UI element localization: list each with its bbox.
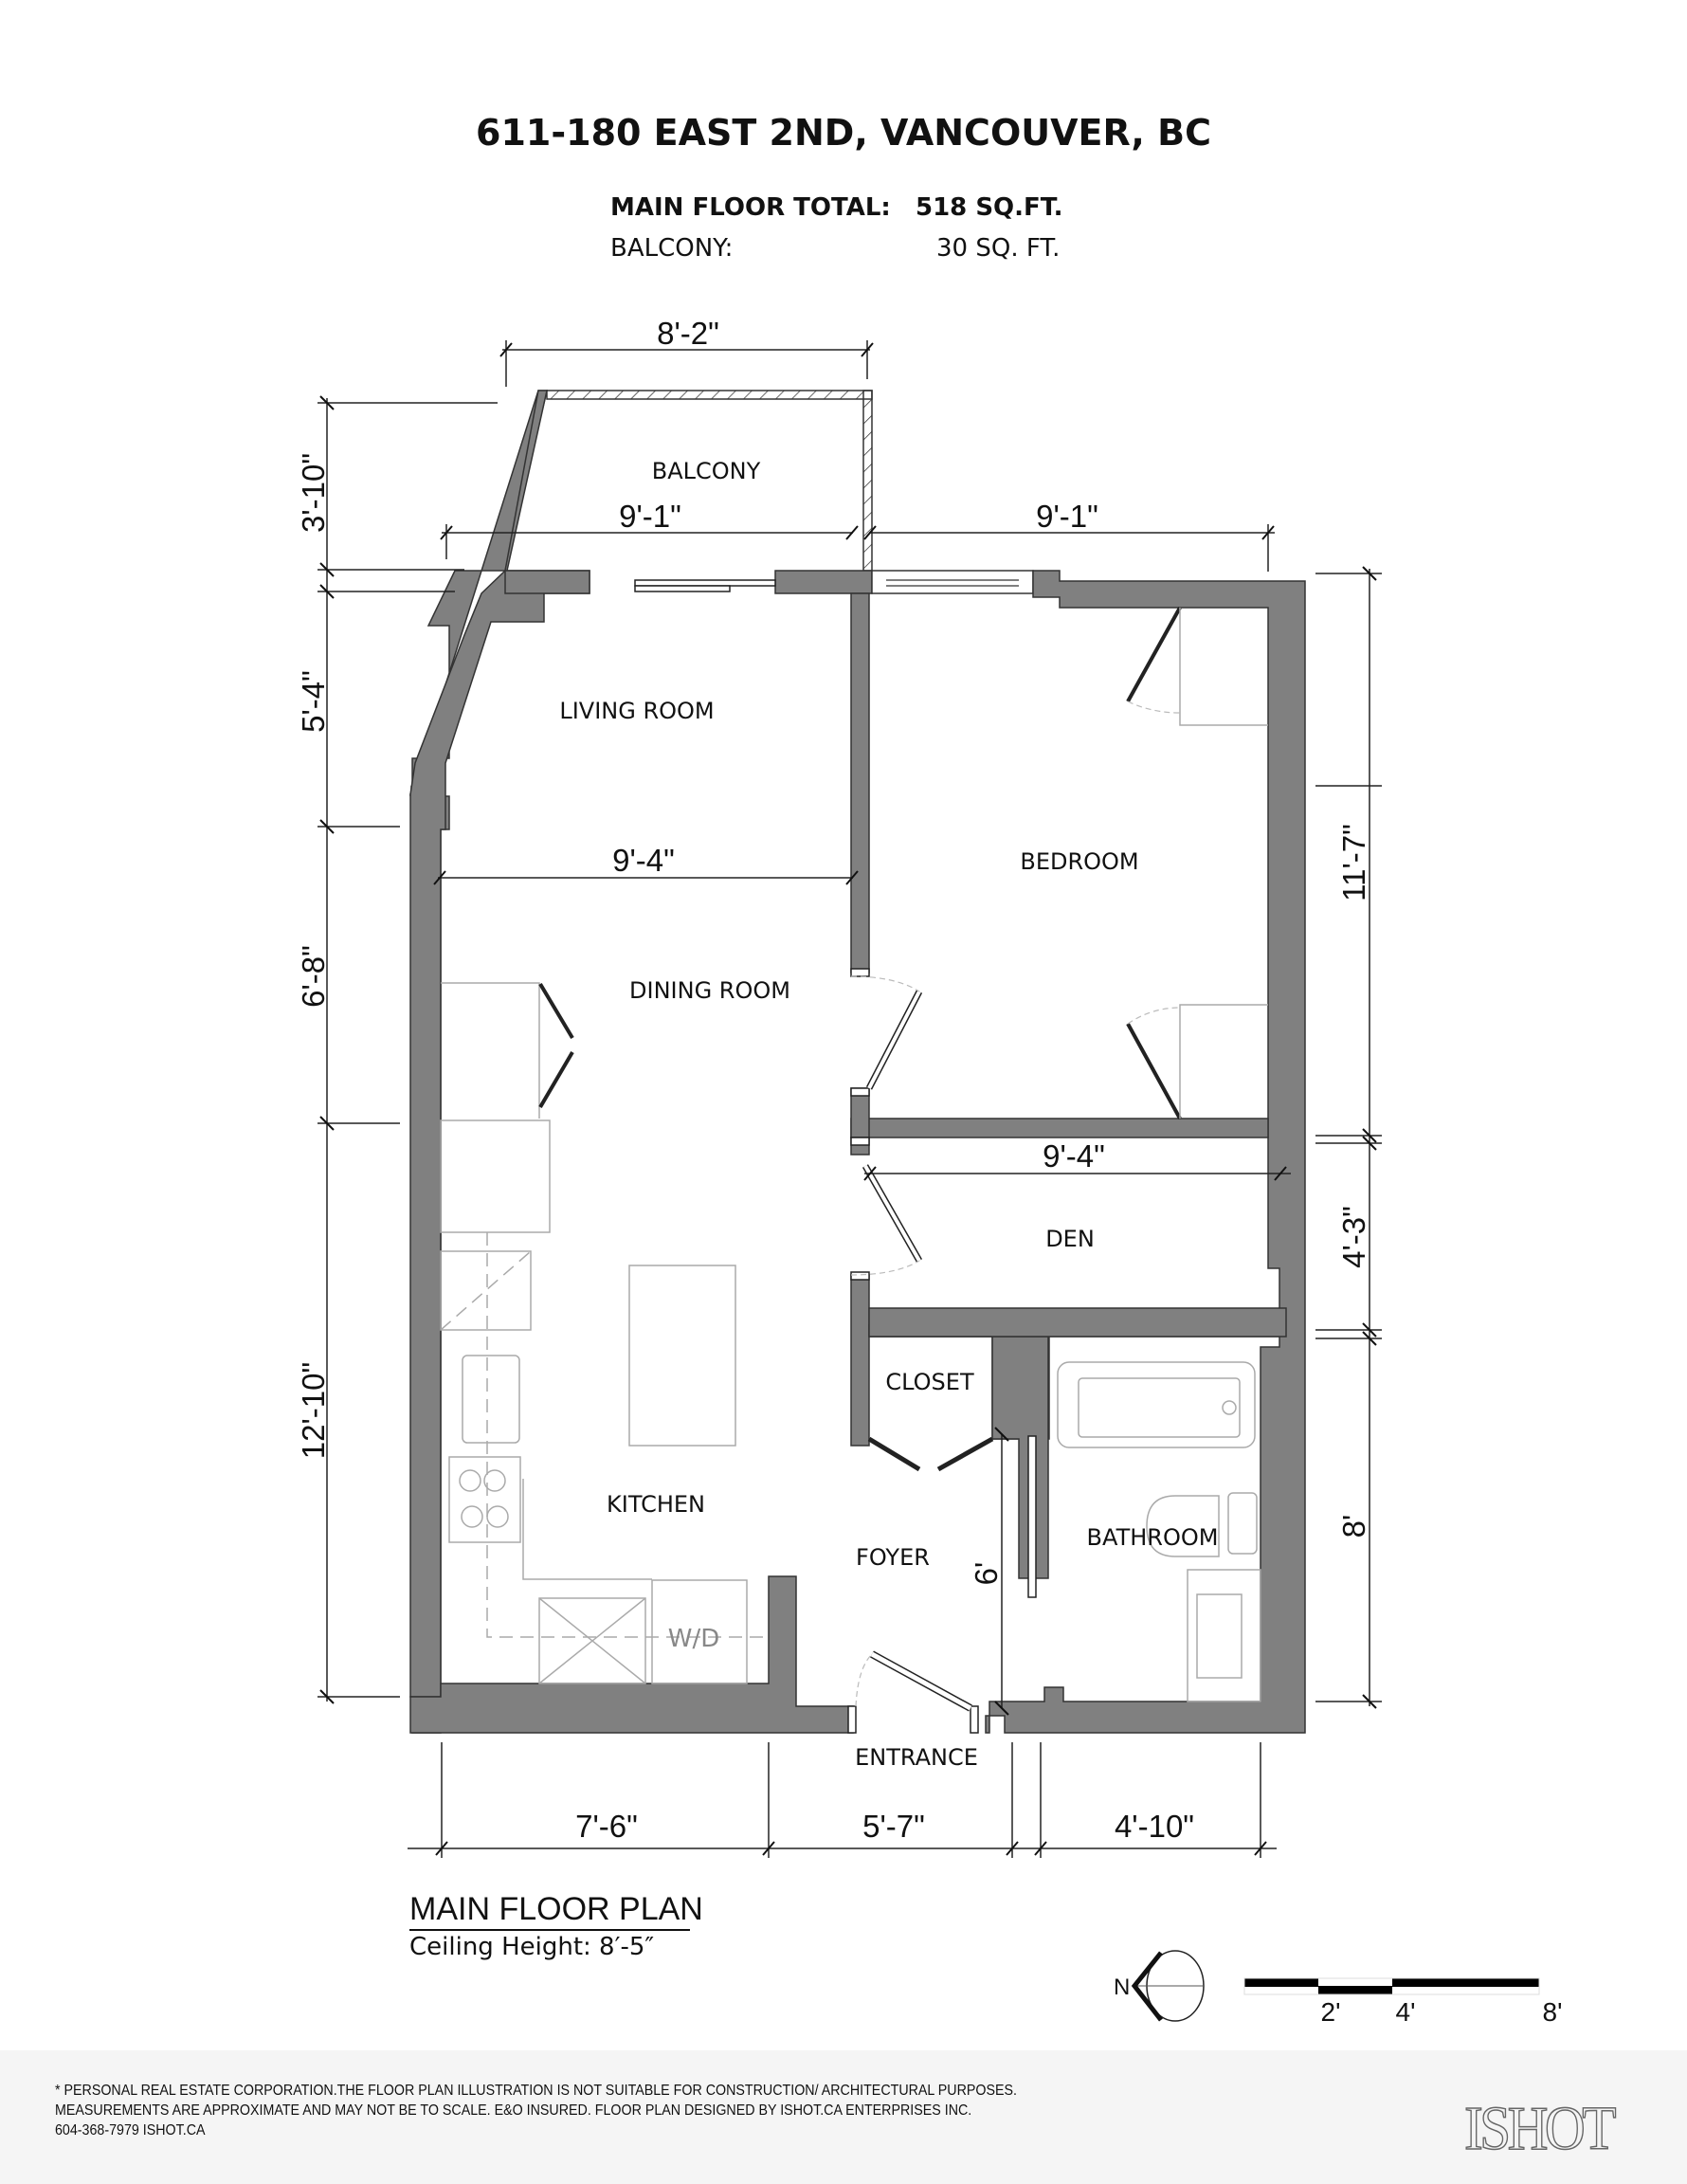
room-label-closet: CLOSET [885,1369,974,1395]
bathroom-vanity [1187,1569,1261,1702]
disclaimer-line-1: * PERSONAL REAL ESTATE CORPORATION.THE F… [55,2083,1018,2099]
dim-right-bath-depth: 8' [1336,1515,1371,1538]
room-label-den: DEN [1045,1226,1095,1252]
scale-tick-4: 4' [1396,1997,1416,2027]
dim-right-bedroom-depth: 11'-7" [1336,824,1371,901]
room-label-kitchen: KITCHEN [607,1491,705,1518]
pantry [538,1597,646,1684]
disclaimer-line-2: MEASUREMENTS ARE APPROXIMATE AND MAY NOT… [55,2102,972,2119]
dimension-lines [317,340,1382,1858]
door-jambs [847,968,979,1734]
stove [448,1456,521,1543]
dim-left-kitchen-depth: 12'-10" [296,1362,331,1459]
room-label-bathroom: BATHROOM [1087,1524,1219,1551]
dim-foyer-depth: 6' [969,1562,1004,1586]
toilet [1146,1495,1220,1557]
north-arrow-icon: N [1114,1950,1205,2022]
balcony-area-label: BALCONY: [610,234,733,263]
room-label-entrance: ENTRANCE [855,1744,978,1771]
main-floor-total-value: 518 SQ.FT. [916,193,1062,222]
scale-tick-8: 8' [1543,1997,1563,2027]
disclaimer: * PERSONAL REAL ESTATE CORPORATION.THE F… [55,2081,1017,2140]
dim-left-balcony-depth: 3'-10" [296,453,331,533]
main-floor-total-label: MAIN FLOOR TOTAL: [610,193,891,222]
dim-den-width: 9'-4" [1043,1138,1105,1174]
dim-bottom-kitchen: 7'-6" [575,1809,638,1844]
dim-left-living-depth: 5'-4" [296,670,331,733]
dishwasher [440,1250,532,1331]
footer-bar [0,2050,1687,2184]
scale-bar: 2' 4' 8' [1243,1977,1563,2027]
contact-line: 604-368-7979 ISHOT.CA [55,2122,206,2138]
refrigerator [440,1119,551,1233]
bathtub [1057,1361,1256,1448]
dim-right-den-depth: 4'-3" [1336,1206,1371,1268]
address-title: 611-180 EAST 2ND, VANCOUVER, BC [476,112,1211,154]
compass-label: N [1114,1975,1130,2000]
room-label-living-room: LIVING ROOM [559,698,714,724]
dim-bedroom-width: 9'-1" [1036,499,1098,534]
washer-dryer [651,1579,748,1684]
doors [850,607,1268,1712]
window [871,570,1034,594]
dim-bottom-foyer: 5'-7" [862,1809,925,1844]
walls [409,390,1306,1734]
plan-title: MAIN FLOOR PLAN [409,1891,703,1927]
balcony-area-value: 30 SQ. FT. [936,234,1060,263]
dim-balcony-width: 8'-2" [657,316,719,351]
kitchen-sink [462,1355,520,1444]
dim-dining-width: 9'-4" [612,843,675,878]
ceiling-height: Ceiling Height: 8′-5″ [409,1933,654,1961]
scale-tick-2: 2' [1321,1997,1341,2027]
dim-living-width: 9'-1" [619,499,681,534]
kitchen-fixtures [440,982,769,1684]
dim-bottom-bath: 4'-10" [1115,1809,1194,1844]
bathroom-fixtures [1057,1361,1261,1702]
room-label-dining-room: DINING ROOM [629,977,790,1004]
sliding-door [634,579,776,592]
dim-left-dining-depth: 6'-8" [296,945,331,1008]
room-label-bedroom: BEDROOM [1020,848,1138,875]
ishot-logo: ISHOT [1463,2093,1617,2164]
kitchen-island [628,1265,736,1447]
room-label-balcony: BALCONY [652,458,761,484]
washer-dryer-label: W/D [668,1625,720,1653]
room-label-foyer: FOYER [856,1544,930,1571]
